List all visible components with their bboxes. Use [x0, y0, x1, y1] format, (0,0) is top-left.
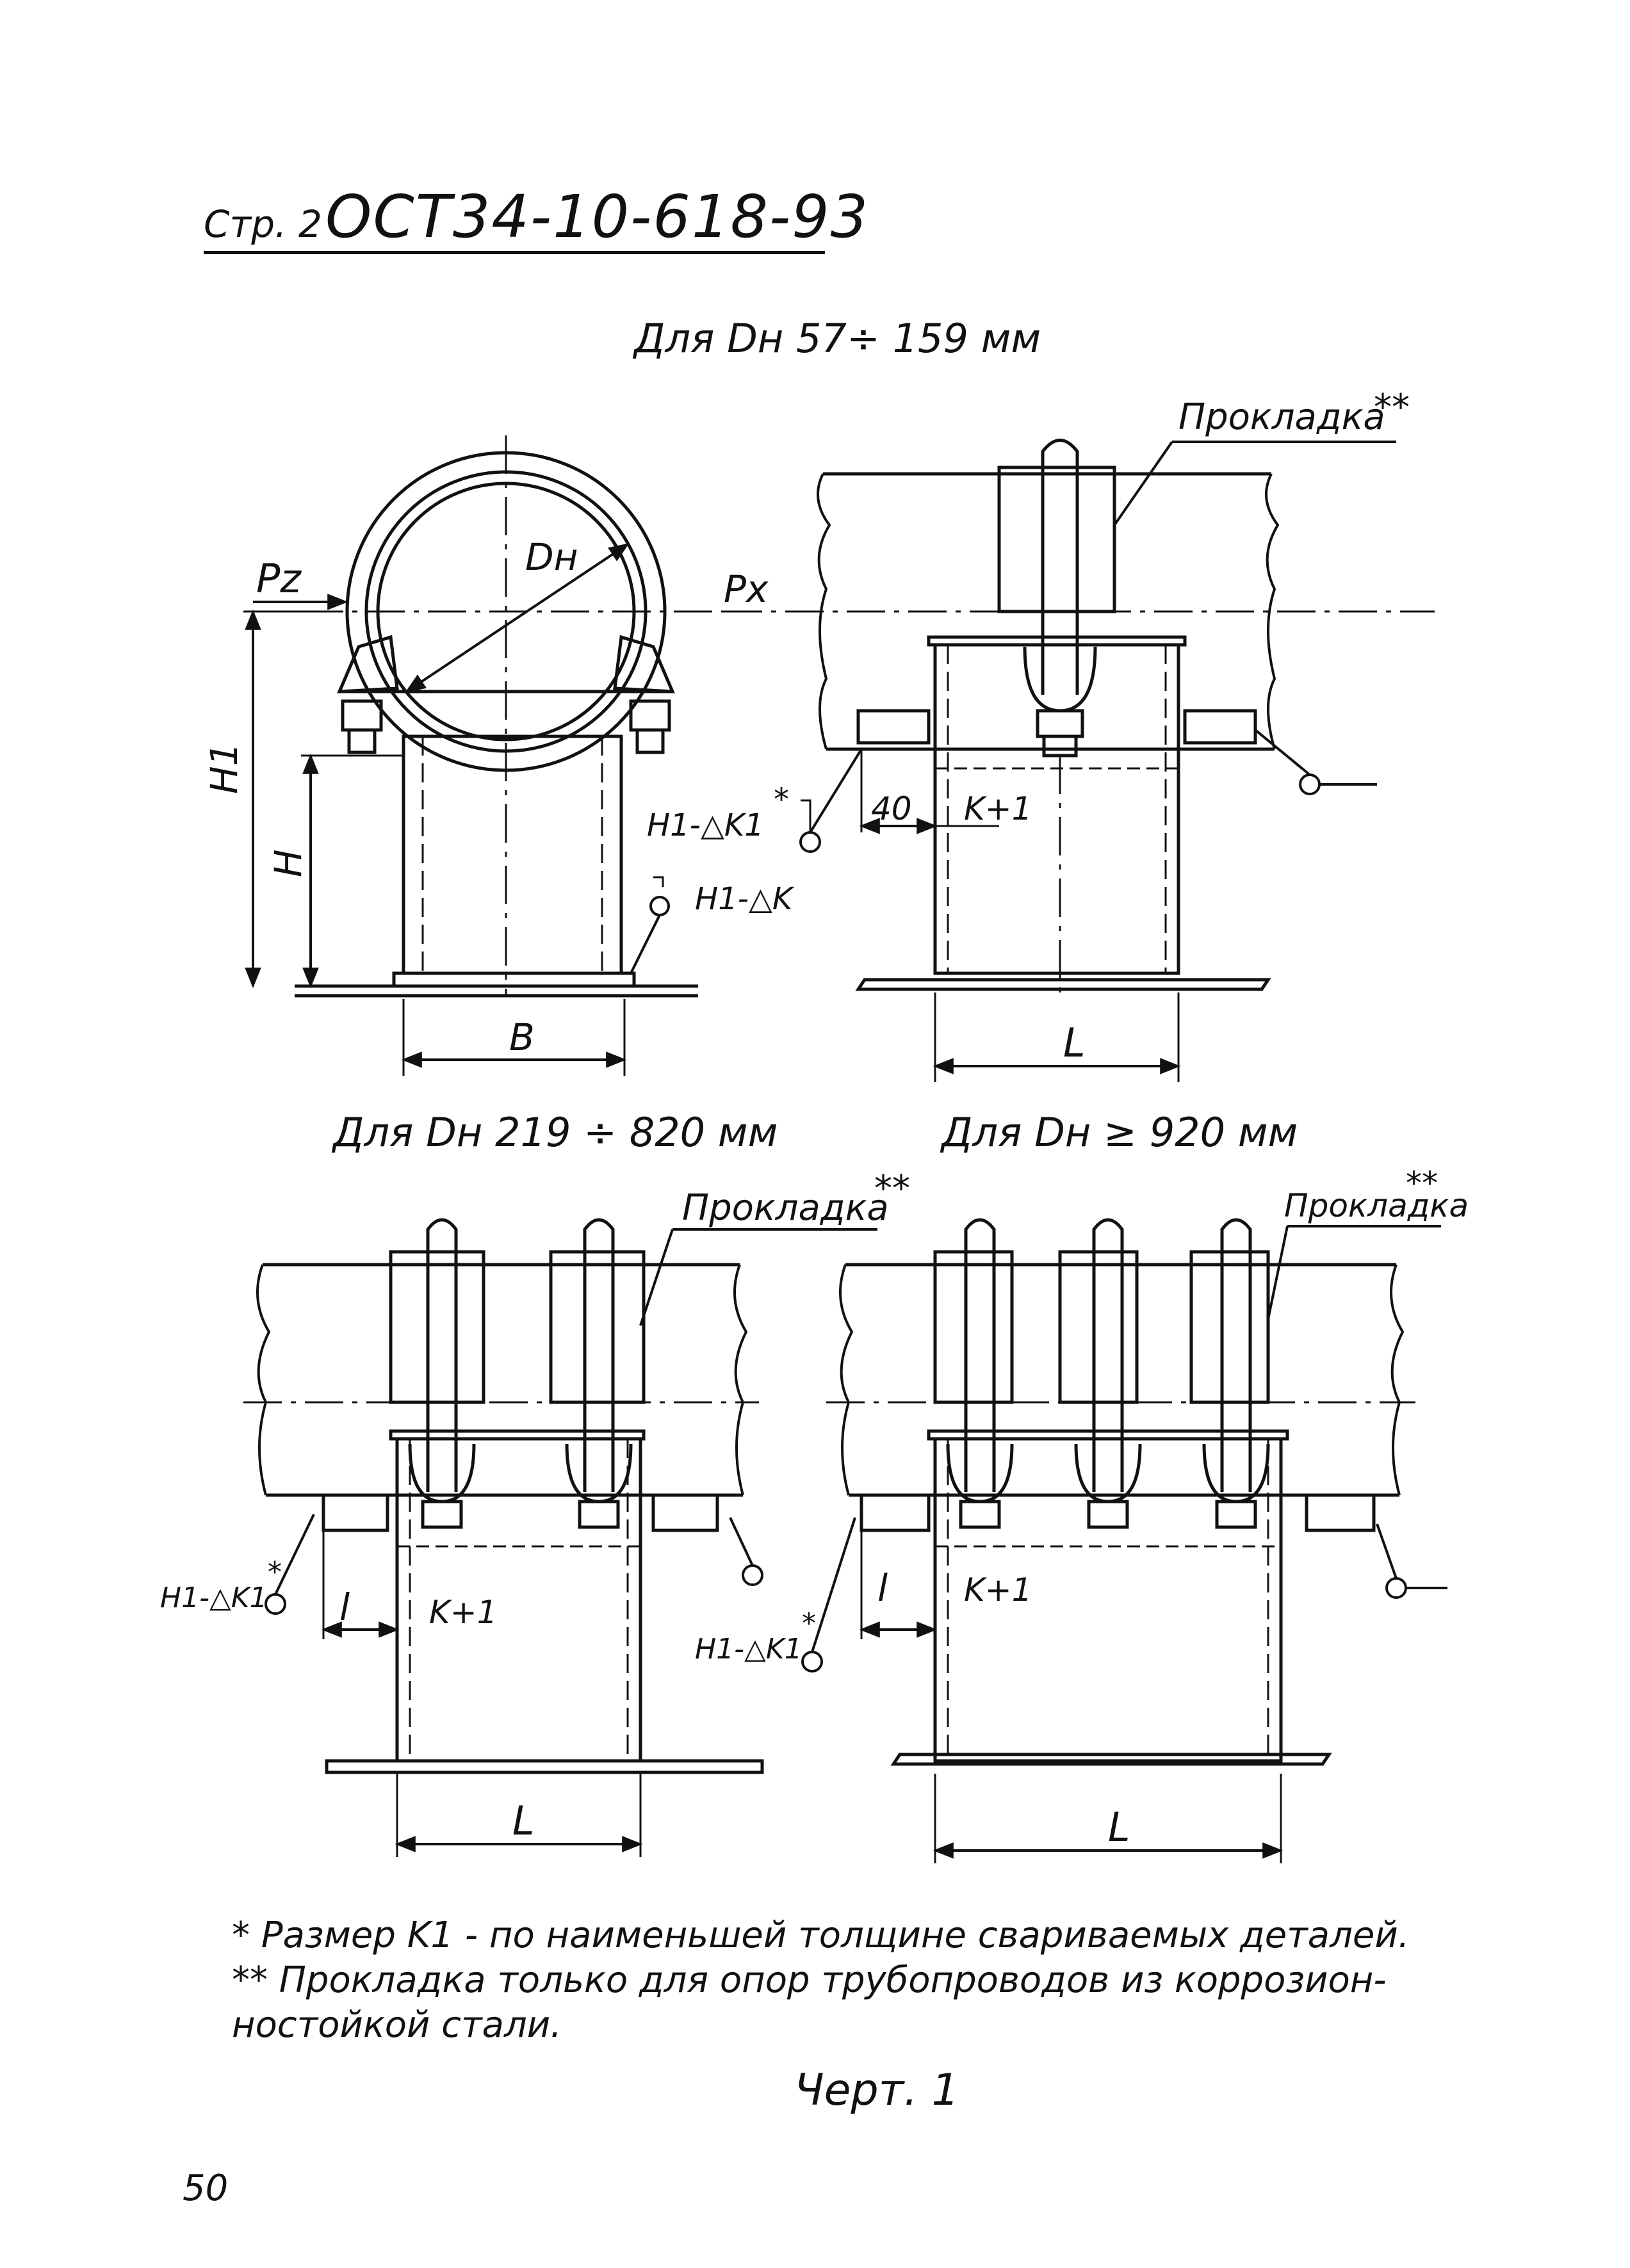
gasket-mark-top: **: [1374, 387, 1410, 428]
gasket-label-bottom-right: Прокладка: [1284, 1187, 1469, 1224]
k-plus-1-top: K+1: [964, 790, 1032, 827]
l-label-bottom-right: L: [1108, 1804, 1130, 1851]
l-label-top: L: [1063, 1019, 1086, 1066]
figure-caption: Черт. 1: [794, 2065, 959, 2116]
dim-40-label: 40: [871, 790, 912, 827]
px-label: Px: [724, 567, 769, 611]
gasket-mark-bottom-right: **: [1406, 1165, 1438, 1202]
l-label-bottom-left: L: [512, 1797, 535, 1844]
weld-star-top: *: [774, 782, 789, 818]
bottom-left-side-view: [243, 1218, 877, 1857]
footnote-2-line1: ** Прокладка только для опор трубопровод…: [232, 1959, 1387, 2001]
h1-label: H1: [202, 742, 246, 794]
weld-label-bottom-left: H1-△K1: [160, 1582, 268, 1614]
top-right-side-view: [724, 439, 1435, 1082]
k-plus-1-bottom-left: K+1: [429, 1594, 498, 1631]
page-number: 50: [183, 2167, 229, 2209]
k-plus-1-bottom-right: K+1: [964, 1571, 1032, 1608]
gasket-mark-bottom-left: **: [874, 1168, 910, 1210]
bottom-right-side-view: [801, 1218, 1447, 1863]
weld-star-bottom-left: *: [268, 1556, 282, 1589]
page-label: Стр. 2: [204, 202, 322, 246]
b-label: B: [509, 1016, 535, 1059]
view-title-top: Для Dн 57÷ 159 мм: [632, 315, 1041, 362]
view-title-bottom-right: Для Dн ≥ 920 мм: [940, 1109, 1298, 1156]
l-small-bottom-left: l: [339, 1585, 350, 1629]
pz-label: Pz: [256, 555, 302, 602]
page-header: Стр. 2 ОСТ34-10-618-93: [204, 182, 869, 251]
gasket-label-bottom-left: Прокладка: [682, 1187, 889, 1229]
footnote-2-line2: ностойкой стали.: [232, 2004, 562, 2046]
footnote-1: * Размер K1 - по наименьшей толщине свар…: [232, 1915, 1410, 1956]
header-underline: [204, 251, 825, 254]
view-title-bottom-left: Для Dн 219 ÷ 820 мм: [331, 1109, 778, 1156]
weld-label-h1-dk: H1-△K: [695, 881, 795, 917]
gasket-label-top: Прокладка: [1178, 396, 1385, 438]
weld-label-bottom-right: H1-△K1: [695, 1633, 803, 1665]
weld-star-bottom-right: *: [802, 1607, 816, 1640]
weld-label-top: H1-△K1: [647, 807, 764, 843]
dn-label: Dн: [525, 535, 578, 579]
h-label: H: [266, 849, 310, 877]
top-left-section-view: [243, 435, 749, 1076]
standard-number: ОСТ34-10-618-93: [325, 182, 870, 251]
l-small-bottom-right: l: [877, 1566, 888, 1610]
